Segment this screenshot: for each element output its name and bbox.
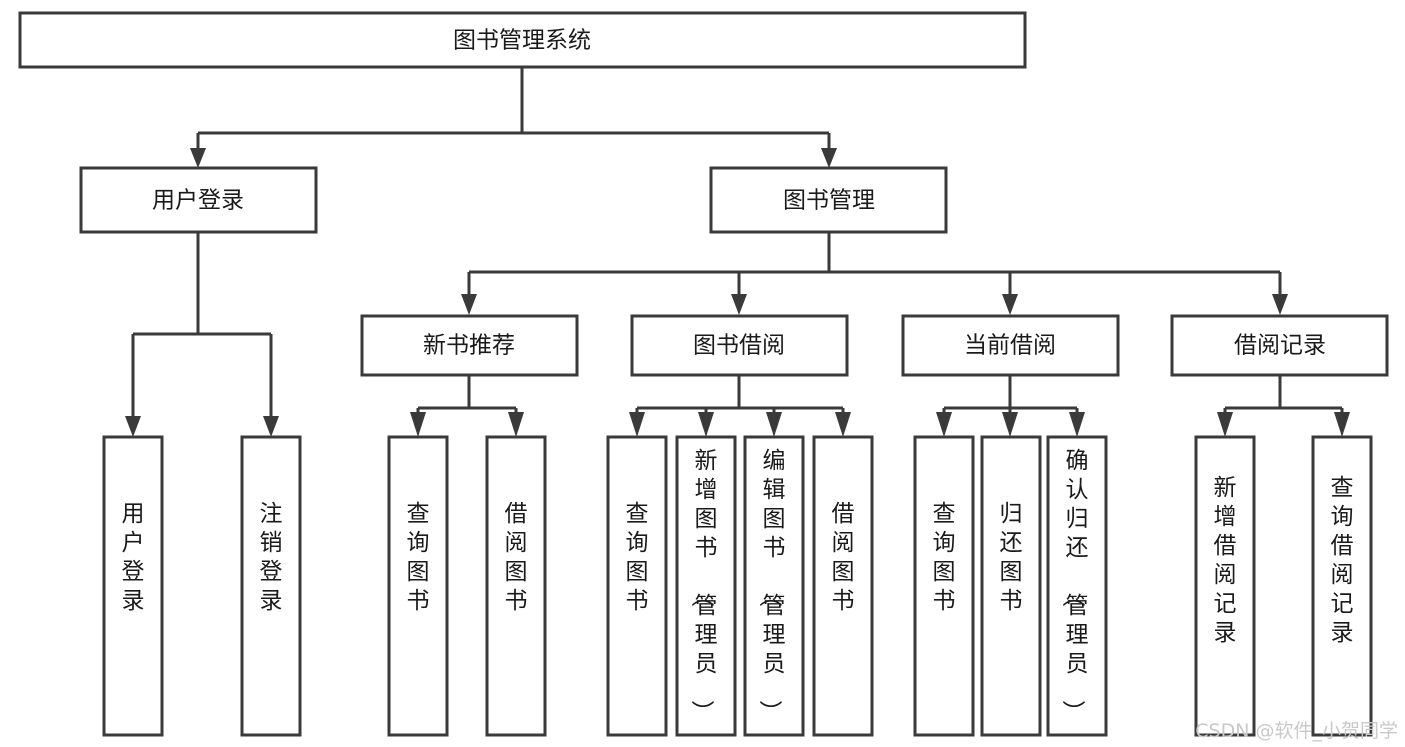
node-leaf-query-book-a-box[interactable]	[387, 435, 449, 737]
node-leaf-borrow-book-b-label: 借阅图书	[832, 501, 855, 614]
node-leaf-user-login-label: 用户登录	[122, 501, 145, 614]
node-leaf-user-logout-label: 注销登录	[260, 501, 283, 614]
node-leaf-add-book-box[interactable]	[675, 435, 737, 737]
node-leaf-query-book-b[interactable]: 查询图书	[606, 435, 668, 737]
node-user-login-box[interactable]	[79, 166, 318, 234]
node-leaf-borrow-book-a-box[interactable]	[485, 435, 547, 737]
node-leaf-query-book-b-label: 查询图书	[626, 501, 649, 614]
node-leaf-query-book-c[interactable]: 查询图书	[913, 435, 975, 737]
node-current-borrow-label: 当前借阅	[964, 333, 1056, 359]
node-leaf-edit-book-label: 编辑图书（管理员）	[757, 448, 786, 723]
node-leaf-add-record[interactable]: 新增借阅记录	[1194, 435, 1256, 737]
arrow-head-leaf-confirm-return	[1069, 412, 1085, 437]
node-root[interactable]: 图书管理系统	[18, 11, 1027, 69]
node-leaf-user-login[interactable]: 用户登录	[102, 435, 164, 737]
csdn-watermark: CSDN @软件_小贺同学	[1195, 720, 1398, 742]
node-leaf-user-logout-box[interactable]	[240, 435, 302, 737]
arrow-head-leaf-query-book-c	[936, 412, 952, 437]
node-user-login[interactable]: 用户登录	[79, 166, 318, 234]
arrow-head-leaf-borrow-book-b	[835, 412, 851, 437]
arrow-head-leaf-return-book	[1002, 412, 1018, 437]
node-leaf-query-record[interactable]: 查询借阅记录	[1311, 435, 1373, 737]
arrow-head-leaf-add-record	[1217, 412, 1233, 437]
node-leaf-borrow-book-a[interactable]: 借阅图书	[485, 435, 547, 737]
node-leaf-add-book-label: 新增图书（管理员）	[689, 448, 718, 723]
arrow-head-leaf-query-record	[1334, 412, 1350, 437]
node-leaf-query-book-c-label: 查询图书	[933, 501, 956, 614]
node-leaf-query-record-label: 查询借阅记录	[1331, 475, 1354, 646]
node-leaf-add-record-label: 新增借阅记录	[1214, 475, 1237, 646]
node-book-manage-label: 图书管理	[783, 188, 875, 214]
arrow-head-book-manage	[821, 148, 837, 168]
node-root-label: 图书管理系统	[453, 28, 591, 54]
arrow-head-leaf-add-book	[698, 412, 714, 437]
arrow-head-leaf-query-book-a	[410, 412, 426, 437]
arrow-head-user-login	[190, 148, 206, 168]
node-new-book-rec-box[interactable]	[360, 314, 579, 377]
node-leaf-return-book-box[interactable]	[980, 435, 1042, 737]
node-leaf-return-book[interactable]: 归还图书	[980, 435, 1042, 737]
arrow-head-leaf-borrow-book-a	[508, 412, 524, 437]
node-leaf-query-book-a[interactable]: 查询图书	[387, 435, 449, 737]
arrow-head-leaf-user-login	[125, 416, 141, 437]
connector-layer	[125, 67, 1350, 437]
arrow-head-borrow-record	[1272, 294, 1288, 315]
node-leaf-edit-book[interactable]: 编辑图书（管理员）	[743, 435, 805, 737]
node-leaf-borrow-book-b-box[interactable]	[812, 435, 874, 737]
arrow-head-leaf-user-logout	[263, 416, 279, 437]
node-leaf-return-book-label: 归还图书	[1000, 501, 1023, 614]
node-leaf-confirm-return-box[interactable]	[1046, 435, 1108, 737]
arrow-head-new-book-rec	[461, 294, 477, 315]
arrow-head-book-borrow	[731, 294, 747, 315]
node-borrow-record-box[interactable]	[1170, 314, 1389, 377]
node-leaf-confirm-return[interactable]: 确认归还（管理员）	[1046, 435, 1108, 737]
node-new-book-rec-label: 新书推荐	[423, 333, 515, 359]
node-current-borrow[interactable]: 当前借阅	[901, 314, 1120, 377]
node-leaf-borrow-book-a-label: 借阅图书	[505, 501, 528, 614]
node-leaf-user-logout[interactable]: 注销登录	[240, 435, 302, 737]
node-leaf-edit-book-box[interactable]	[743, 435, 805, 737]
node-leaf-confirm-return-label: 确认归还（管理员）	[1060, 448, 1089, 723]
node-current-borrow-box[interactable]	[901, 314, 1120, 377]
node-leaf-query-book-b-box[interactable]	[606, 435, 668, 737]
node-leaf-add-record-box[interactable]	[1194, 435, 1256, 737]
node-leaf-query-book-c-box[interactable]	[913, 435, 975, 737]
node-book-manage-box[interactable]	[709, 166, 948, 234]
node-root-box[interactable]	[18, 11, 1027, 69]
node-book-borrow[interactable]: 图书借阅	[630, 314, 849, 377]
node-book-borrow-box[interactable]	[630, 314, 849, 377]
node-borrow-record-label: 借阅记录	[1234, 333, 1326, 359]
arrow-head-current-borrow	[1002, 294, 1018, 315]
node-borrow-record[interactable]: 借阅记录	[1170, 314, 1389, 377]
node-leaf-borrow-book-b[interactable]: 借阅图书	[812, 435, 874, 737]
node-book-borrow-label: 图书借阅	[693, 333, 785, 359]
node-leaf-user-login-box[interactable]	[102, 435, 164, 737]
node-leaf-query-book-a-label: 查询图书	[407, 501, 430, 614]
arrow-head-leaf-query-book-b	[629, 412, 645, 437]
node-leaf-query-record-box[interactable]	[1311, 435, 1373, 737]
node-new-book-rec[interactable]: 新书推荐	[360, 314, 579, 377]
node-user-login-label: 用户登录	[152, 188, 244, 214]
node-book-manage[interactable]: 图书管理	[709, 166, 948, 234]
node-leaf-add-book[interactable]: 新增图书（管理员）	[675, 435, 737, 737]
arrow-head-leaf-edit-book	[766, 412, 782, 437]
